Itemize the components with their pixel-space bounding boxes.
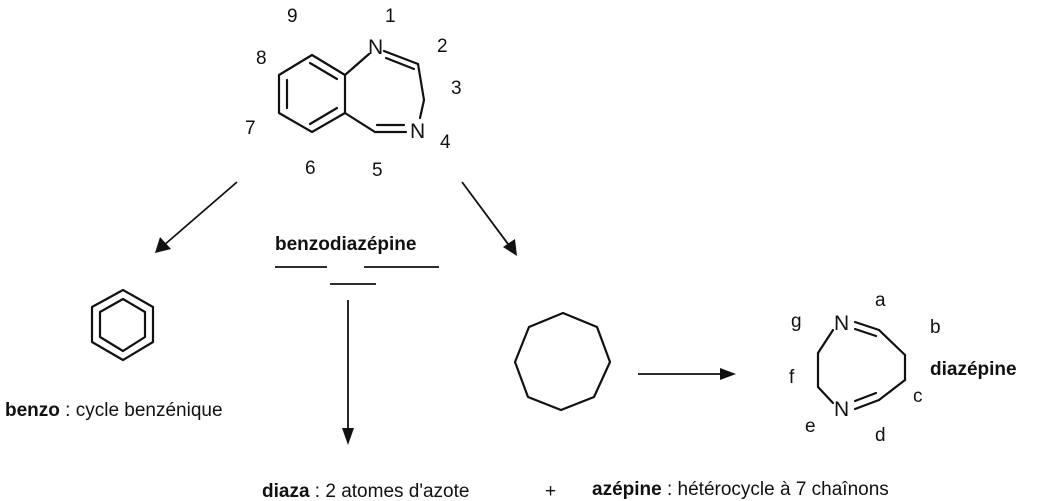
diaz-position-b: b (930, 317, 941, 338)
bond-c9a-n1 (343, 52, 371, 77)
diazepine-label: diazépine (930, 359, 1017, 380)
position-9: 9 (287, 6, 298, 27)
azepine-desc: : hétérocycle à 7 chaînons (662, 479, 889, 500)
diaz-position-e: e (805, 416, 816, 437)
diaz-bond-d-bottom-n-double (853, 391, 878, 403)
benzo-desc: : cycle benzénique (60, 400, 223, 421)
arrow-to-benzo (155, 181, 238, 253)
atom-n1: N (368, 36, 383, 59)
benzo-term: benzo (5, 400, 60, 421)
bond-c3-n4 (418, 98, 426, 120)
bond-c5-c5a (343, 111, 377, 134)
arrow-to-diazepine (638, 368, 736, 380)
diaz-position-a: a (875, 290, 886, 311)
position-4: 4 (440, 132, 451, 153)
word-suffix: zépine (357, 234, 416, 255)
position-6: 6 (305, 158, 316, 179)
bond-n1-c2 (382, 49, 420, 66)
aromatic-double-bond-1 (308, 61, 339, 81)
atom-n4: N (410, 120, 425, 143)
diaza-desc: : 2 atomes d'azote (310, 481, 470, 501)
benzene-ring (90, 288, 155, 362)
diaz-bond-f-top-n (816, 328, 835, 355)
position-2: 2 (437, 36, 448, 57)
position-3: 3 (451, 78, 462, 99)
diaz-position-f: f (789, 367, 795, 388)
position-1: 1 (385, 6, 396, 27)
word-middle: dia (330, 234, 358, 255)
diaza-caption: diaza : 2 atomes d'azote (262, 481, 469, 501)
diaz-position-c: c (913, 386, 923, 407)
diaz-bond-c-d (877, 378, 907, 402)
benzodiazepine-label: benzodiazépine (275, 234, 416, 255)
diaz-bond-bottom-n-e (816, 385, 835, 405)
position-7: 7 (245, 118, 256, 139)
position-5: 5 (372, 160, 383, 181)
benzo-caption: benzo : cycle benzénique (5, 400, 223, 421)
diazepine-structure: N N a b c d e f g (789, 290, 941, 446)
diaz-position-d: d (875, 425, 886, 446)
benzene-ring-bonds (277, 53, 347, 134)
cycloheptane-ring (513, 311, 612, 412)
benzodiazepine-word: benzodiazépine (275, 234, 439, 285)
bond-c2-c3 (416, 62, 426, 102)
aromatic-double-bond-3 (308, 106, 339, 126)
arrow-to-diaza (342, 300, 354, 445)
plus-sign: + (545, 481, 556, 501)
azepine-term: azépine (592, 479, 662, 500)
arrow-to-azepine (461, 181, 517, 256)
diaz-bond-a-b (877, 328, 907, 357)
bond-n1-c2-double (384, 56, 416, 71)
azepine-caption: azépine : hétérocycle à 7 chaînons (592, 479, 889, 500)
diaz-atom-top-n: N (834, 312, 849, 335)
position-8: 8 (256, 48, 267, 69)
diaz-bond-top-n-a-double (853, 327, 878, 338)
diaz-atom-bottom-n: N (834, 398, 849, 421)
word-prefix: benzo (275, 234, 330, 255)
diaz-position-g: g (791, 311, 802, 332)
diaza-term: diaza (262, 481, 310, 501)
benzodiazepine-structure: N N 1 2 3 4 5 6 7 8 9 (245, 6, 462, 181)
diaz-bond-top-n-a (853, 320, 881, 332)
diaz-bond-d-bottom-n (853, 398, 881, 411)
